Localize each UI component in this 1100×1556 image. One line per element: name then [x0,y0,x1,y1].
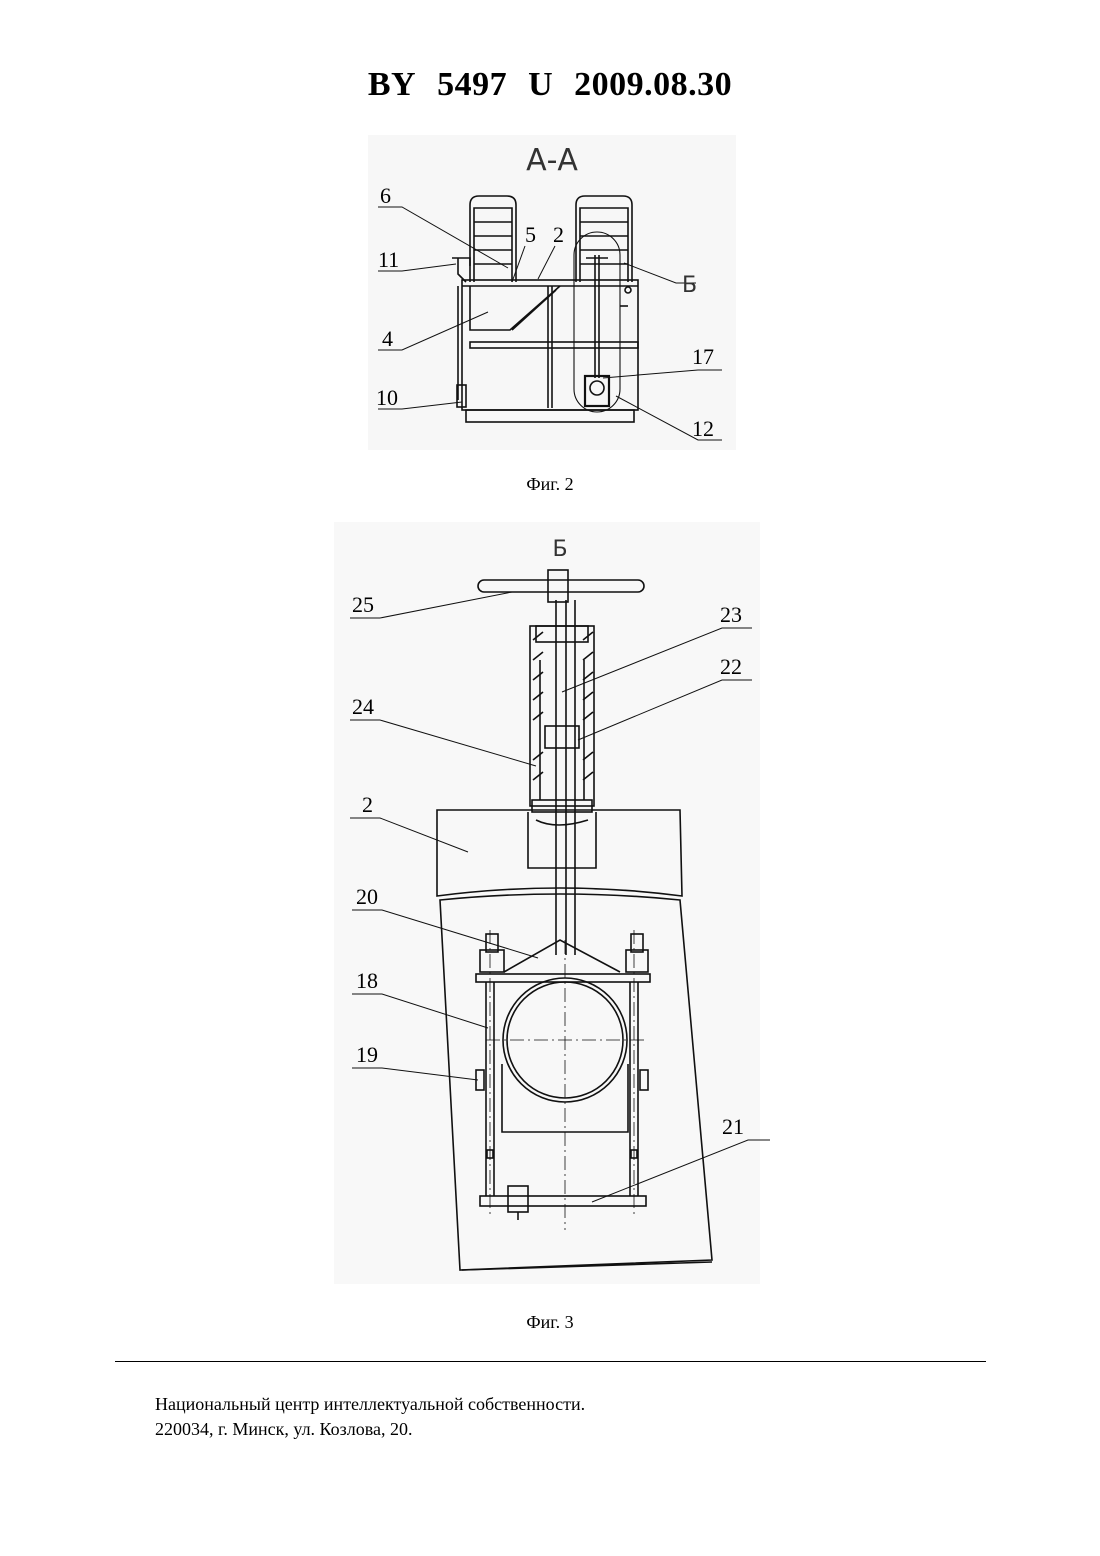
footer-divider [115,1361,986,1362]
figure-3-svg: Б [330,520,770,1290]
callout-10: 10 [376,385,398,410]
callout-19: 19 [356,1042,378,1067]
scan-background [334,522,760,1284]
section-label: А-А [526,143,578,178]
callout-12: 12 [692,416,714,441]
callout-2: 2 [362,792,373,817]
document-kind: U [528,66,553,104]
callout-20: 20 [356,884,378,909]
callout-6: 6 [380,183,391,208]
figure-2-svg: А-А [340,130,740,460]
callout-5: 5 [525,222,536,247]
callout-23: 23 [720,602,742,627]
country-code: BY [368,66,416,104]
callout-21: 21 [722,1114,744,1139]
footer-postal-address: 220034, г. Минск, ул. Козлова, 20. [155,1417,585,1442]
footer-organization: Национальный центр интеллектуальной собс… [155,1392,585,1417]
publication-date: 2009.08.30 [574,66,732,104]
patent-header: BY 5497 U 2009.08.30 [0,66,1100,104]
patent-number: 5497 [437,66,507,104]
callout-18: 18 [356,968,378,993]
view-b-label: Б [682,273,697,298]
figure-3-drawing: Б [330,520,770,1290]
callout-4: 4 [382,326,393,351]
view-b-title: Б [552,537,567,562]
callout-22: 22 [720,654,742,679]
callout-2: 2 [553,222,564,247]
callout-17: 17 [692,344,714,369]
callout-25: 25 [352,592,374,617]
figure-2-drawing: А-А [340,130,740,460]
figure-3-caption: Фиг. 3 [0,1312,1100,1333]
callout-11: 11 [378,247,399,272]
figure-2-caption: Фиг. 2 [0,474,1100,495]
callout-24: 24 [352,694,374,719]
footer-address: Национальный центр интеллектуальной собс… [155,1392,585,1442]
